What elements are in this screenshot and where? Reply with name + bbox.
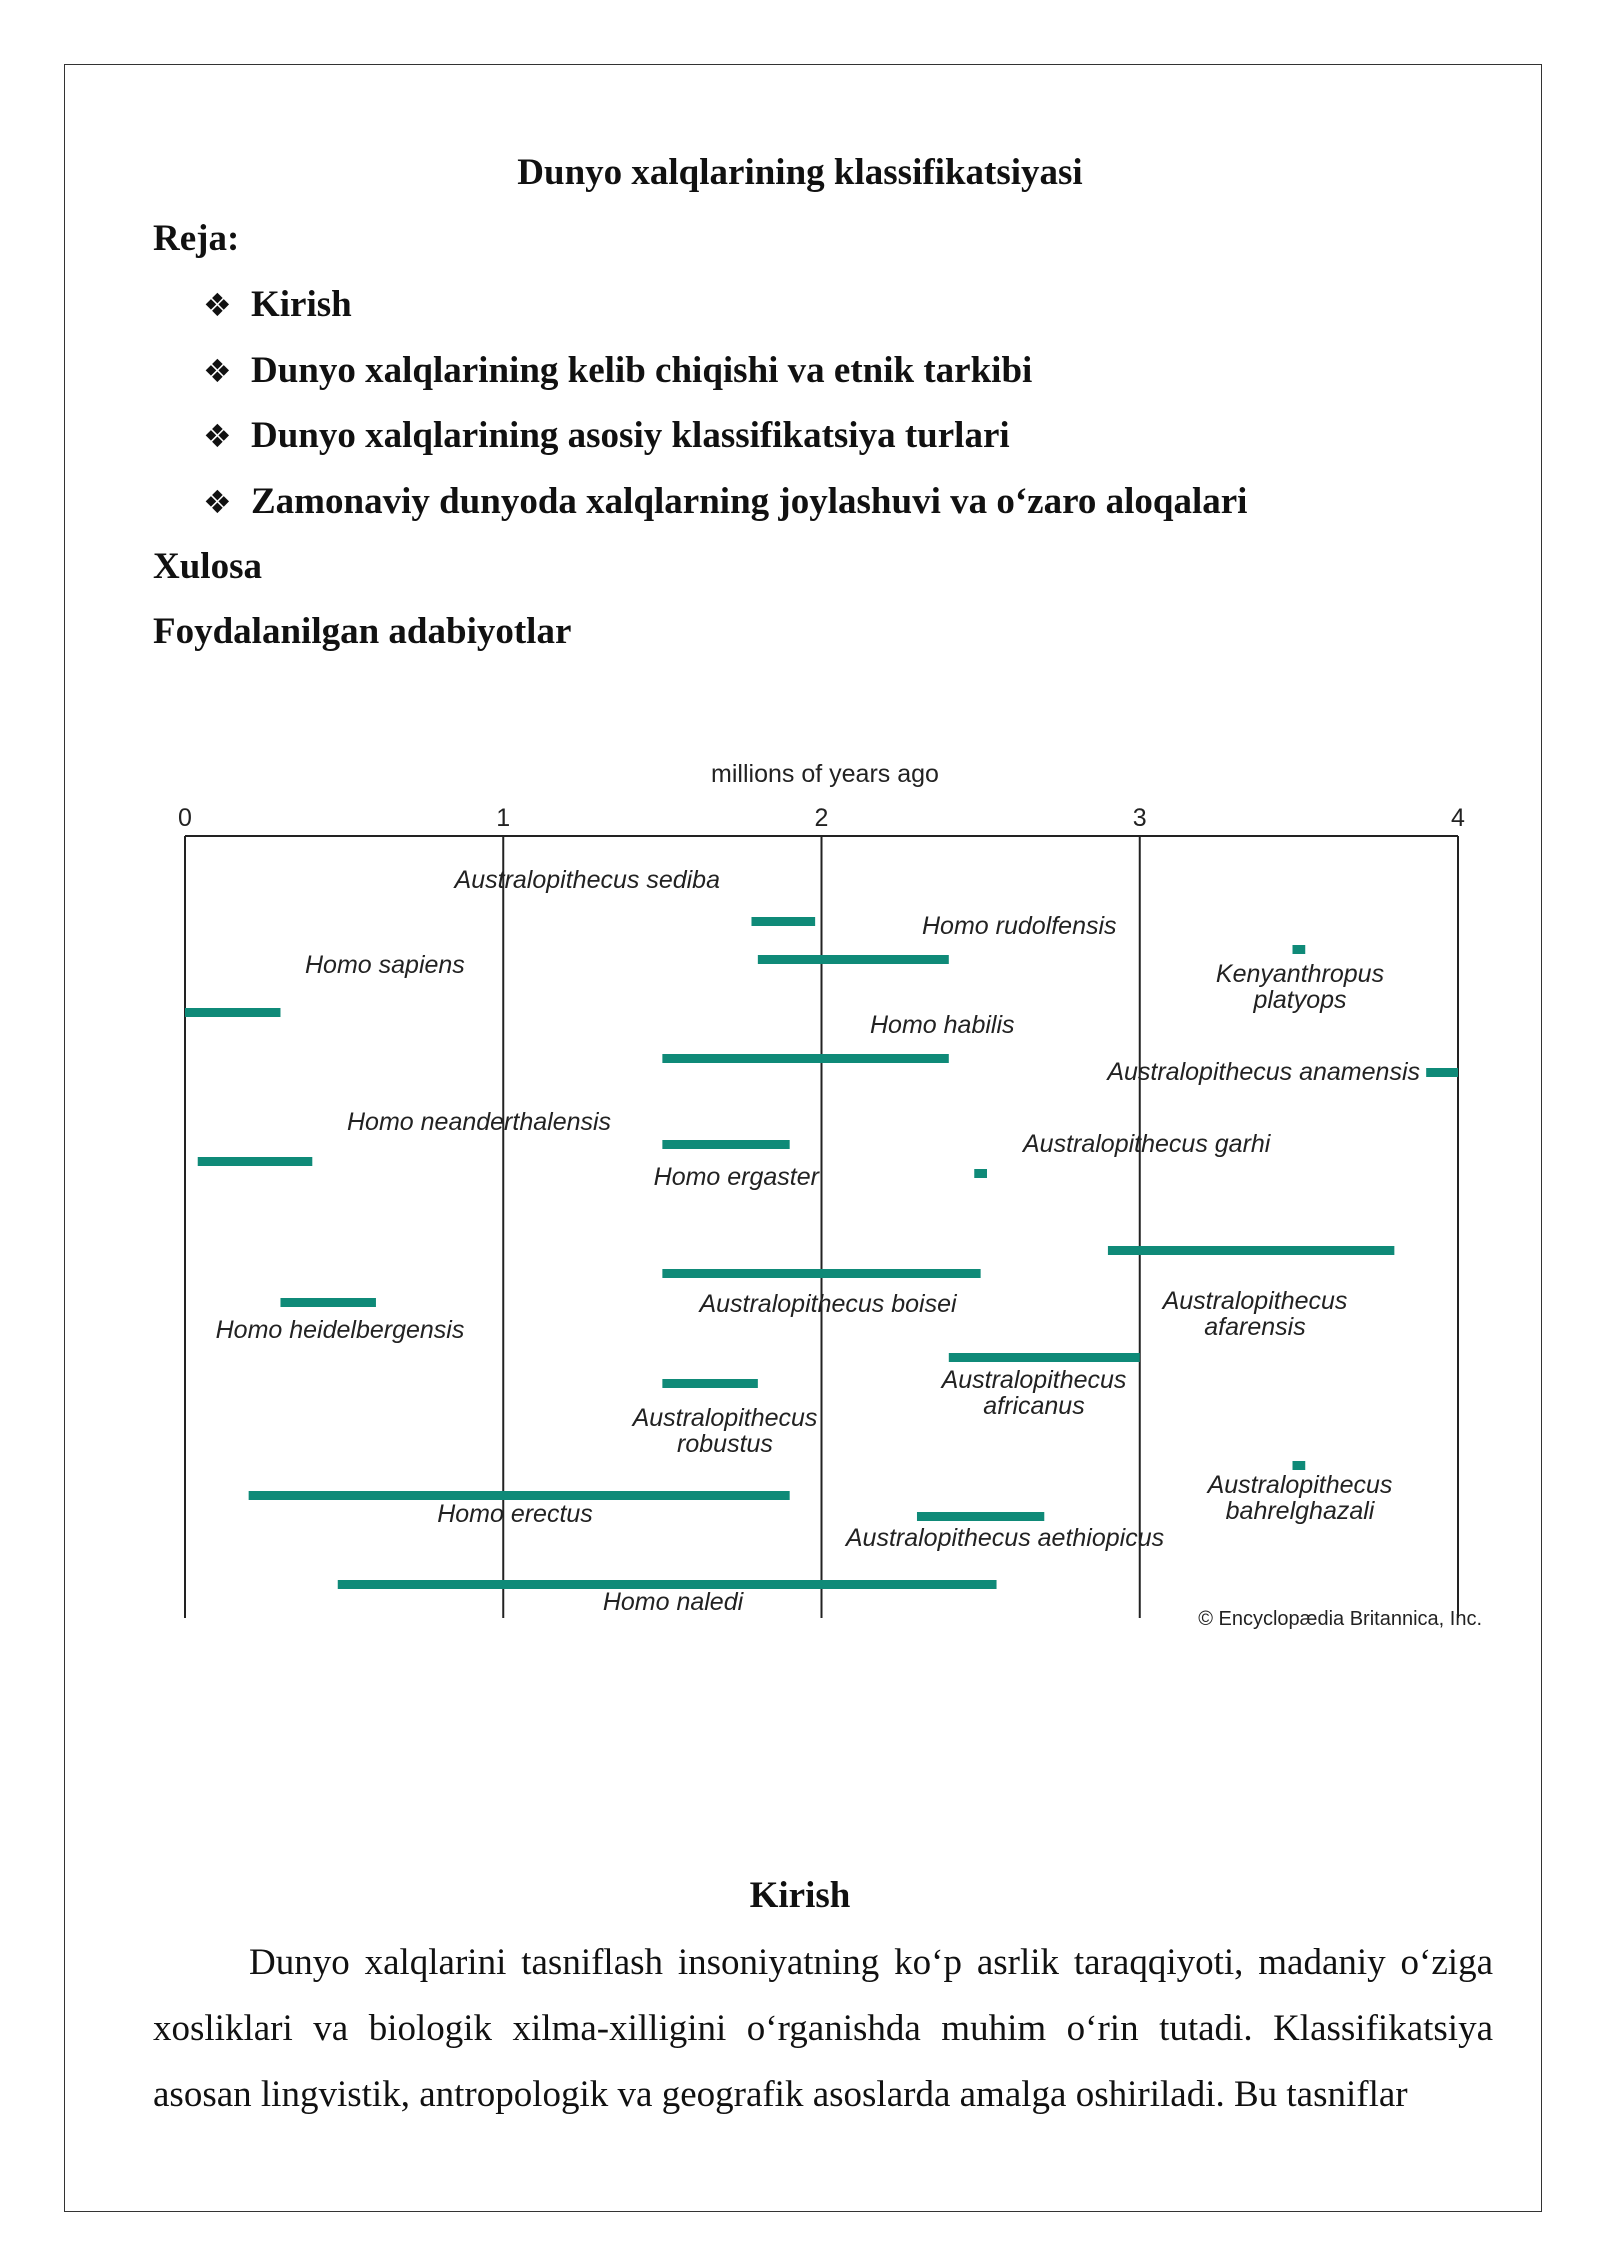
species-label: Australopithecus bbox=[631, 1404, 818, 1432]
species-label: Homo habilis bbox=[870, 1011, 1015, 1039]
species-range-bar bbox=[974, 1169, 987, 1178]
x-tick-label: 0 bbox=[178, 804, 192, 832]
species-label: Kenyanthropus bbox=[1216, 960, 1384, 988]
species-label: Homo heidelbergensis bbox=[216, 1316, 465, 1344]
x-tick-label: 3 bbox=[1133, 804, 1147, 832]
species-range-bar bbox=[280, 1298, 376, 1307]
plan-item-label: Kirish bbox=[251, 284, 352, 325]
species-range-bar bbox=[337, 1580, 997, 1589]
species-label: platyops bbox=[1252, 986, 1346, 1014]
chart-xlabel: millions of years ago bbox=[711, 760, 939, 788]
plan-item-label: Dunyo xalqlarining asosiy klassifikatsiy… bbox=[251, 415, 1010, 456]
x-tick-label: 2 bbox=[815, 804, 829, 832]
plan-item-3: ❖ Dunyo xalqlarining asosiy klassifikatsi… bbox=[203, 414, 1010, 457]
diamond-bullet-icon: ❖ bbox=[203, 352, 232, 390]
diamond-bullet-icon: ❖ bbox=[203, 483, 232, 521]
section-title: Kirish bbox=[749, 1875, 851, 1916]
species-label: Australopithecus aethiopicus bbox=[844, 1524, 1164, 1552]
plan-item-4: ❖ Zamonaviy dunyoda xalqlarning joylashuv… bbox=[203, 480, 1247, 523]
plan-item-label: Zamonaviy dunyoda xalqlarning joylashuvi… bbox=[251, 481, 1248, 522]
conclusion-heading: Xulosa bbox=[153, 546, 262, 587]
species-range-bar bbox=[662, 1054, 949, 1063]
plan-item-1: ❖ Kirish bbox=[203, 283, 352, 326]
species-range-bar bbox=[1107, 1246, 1395, 1255]
species-label: Homo ergaster bbox=[654, 1163, 821, 1191]
species-range-bar bbox=[948, 1353, 1140, 1362]
plan-item-label: Dunyo xalqlarining kelib chiqishi va etn… bbox=[251, 350, 1033, 391]
species-label: Australopithecus bbox=[940, 1366, 1127, 1394]
species-range-bar bbox=[757, 955, 949, 964]
species-range-bar bbox=[662, 1269, 981, 1278]
species-range-bar bbox=[662, 1379, 758, 1388]
document-title: Dunyo xalqlarining klassifikatsiyasi bbox=[517, 152, 1083, 193]
diamond-bullet-icon: ❖ bbox=[203, 417, 232, 455]
species-label: Homo sapiens bbox=[305, 951, 465, 979]
species-label: Australopithecus sediba bbox=[453, 866, 721, 894]
species-range-bar bbox=[751, 917, 816, 926]
x-tick-label: 1 bbox=[496, 804, 510, 832]
species-label: Homo naledi bbox=[603, 1588, 745, 1616]
species-range-bar bbox=[185, 1008, 281, 1017]
species-range-bar bbox=[916, 1512, 1045, 1521]
species-label: Australopithecus garhi bbox=[1021, 1130, 1272, 1158]
species-range-bar bbox=[1292, 945, 1306, 954]
species-range-bar bbox=[197, 1157, 313, 1166]
plan-item-2: ❖ Dunyo xalqlarining kelib chiqishi va et… bbox=[203, 349, 1032, 392]
species-label: africanus bbox=[983, 1392, 1084, 1420]
species-label: Homo neanderthalensis bbox=[347, 1108, 611, 1136]
intro-paragraph: Dunyo xalqlarini tasniflash insoniyatnin… bbox=[153, 1942, 1493, 2115]
species-label: Australopithecus bbox=[1206, 1471, 1393, 1499]
species-label: Australopithecus anamensis bbox=[1105, 1058, 1420, 1086]
species-label: Homo erectus bbox=[437, 1500, 593, 1528]
species-range-bar bbox=[1426, 1068, 1458, 1077]
species-range-bar bbox=[662, 1140, 790, 1149]
chart-credit: © Encyclopædia Britannica, Inc. bbox=[1198, 1608, 1482, 1630]
page-border bbox=[64, 64, 1542, 2212]
species-label: Homo rudolfensis bbox=[922, 912, 1117, 940]
species-label: bahrelghazali bbox=[1226, 1497, 1376, 1525]
species-label: afarensis bbox=[1204, 1313, 1305, 1341]
references-heading: Foydalanilgan adabiyotlar bbox=[153, 611, 572, 652]
species-label: Australopithecus bbox=[1161, 1287, 1348, 1315]
species-label: Australopithecus boisei bbox=[697, 1290, 958, 1318]
x-tick-label: 4 bbox=[1451, 804, 1465, 832]
plan-heading: Reja: bbox=[153, 218, 240, 259]
species-label: robustus bbox=[677, 1430, 773, 1458]
hominin-timeline-chart: millions of years ago 0 1 2 3 4 Australopith… bbox=[178, 760, 1482, 1630]
species-range-bar bbox=[248, 1491, 790, 1500]
diamond-bullet-icon: ❖ bbox=[203, 286, 232, 324]
species-range-bar bbox=[1292, 1461, 1306, 1470]
